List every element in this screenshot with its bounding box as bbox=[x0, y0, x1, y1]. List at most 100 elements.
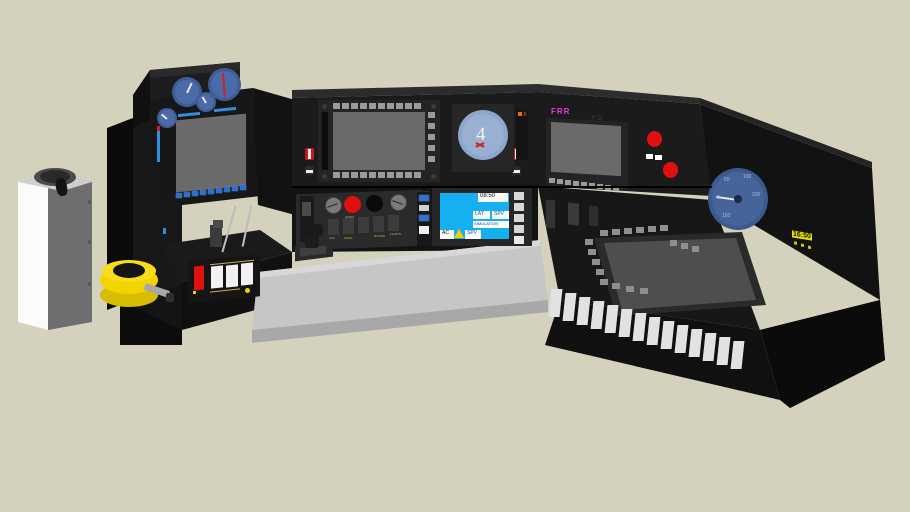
left-softkey-7[interactable] bbox=[224, 187, 230, 192]
dmi-label-sim: SIMULATION bbox=[474, 221, 499, 226]
speedometer-side-strip bbox=[516, 110, 528, 160]
center-bottom-key-4[interactable] bbox=[360, 172, 367, 178]
rim-key-3[interactable] bbox=[624, 228, 632, 234]
dmi-right-key-3[interactable] bbox=[514, 214, 524, 222]
center-side-key-4[interactable] bbox=[428, 145, 435, 151]
center-top-key-3[interactable] bbox=[351, 103, 358, 109]
rim-key-8[interactable] bbox=[588, 249, 596, 255]
center-top-key-7[interactable] bbox=[387, 103, 394, 109]
rim-key-2[interactable] bbox=[612, 229, 620, 235]
toggle-switch-5[interactable] bbox=[388, 215, 399, 231]
left-softkey-2[interactable] bbox=[184, 192, 190, 197]
toggle-switch-2[interactable] bbox=[343, 218, 354, 234]
rim-key-1[interactable] bbox=[600, 230, 608, 236]
toggle-switch-3[interactable] bbox=[358, 217, 369, 233]
control-label-lights: LIGHTS bbox=[390, 232, 401, 236]
dmi-label-spv2: SPV bbox=[467, 230, 478, 236]
center-top-key-9[interactable] bbox=[405, 103, 412, 109]
center-bottom-key-7[interactable] bbox=[387, 172, 394, 178]
lever-base-block bbox=[210, 225, 222, 247]
center-bottom-key-10[interactable] bbox=[414, 172, 421, 178]
rim-key-14[interactable] bbox=[640, 288, 648, 294]
rim-key-5[interactable] bbox=[648, 226, 656, 232]
center-bottom-key-3[interactable] bbox=[351, 172, 358, 178]
toggle-switch-1[interactable] bbox=[328, 219, 339, 235]
rim-key-12[interactable] bbox=[612, 283, 620, 289]
right-softkey-4[interactable] bbox=[573, 181, 579, 186]
dmi-header-value: 08:50 bbox=[480, 193, 496, 199]
right-switch-3[interactable] bbox=[419, 215, 429, 221]
left-softkey-5[interactable] bbox=[208, 189, 214, 194]
equipment-box-screw-2 bbox=[88, 240, 91, 244]
center-bottom-key-9[interactable] bbox=[405, 172, 412, 178]
toggle-switch-4[interactable] bbox=[373, 216, 384, 232]
control-label-aux: AUX bbox=[329, 236, 336, 240]
master-controller-knob[interactable] bbox=[301, 224, 323, 236]
equipment-box-front bbox=[18, 173, 48, 330]
control-label-sand: SAND bbox=[344, 236, 353, 240]
center-top-key-4[interactable] bbox=[360, 103, 367, 109]
right-softkey-9[interactable] bbox=[613, 186, 619, 191]
left-softkey-6[interactable] bbox=[216, 188, 222, 193]
dmi-right-key-5[interactable] bbox=[514, 236, 524, 244]
rim-key-9[interactable] bbox=[592, 259, 600, 265]
center-side-key-5[interactable] bbox=[428, 156, 435, 162]
right-softkey-6[interactable] bbox=[589, 183, 595, 188]
rim-key-11[interactable] bbox=[600, 279, 608, 285]
rim-key-6[interactable] bbox=[660, 225, 668, 231]
dmi-label-lat: LAT bbox=[475, 211, 484, 217]
left-softkey-8[interactable] bbox=[232, 186, 238, 191]
center-top-key-2[interactable] bbox=[342, 103, 349, 109]
center-bottom-key-1[interactable] bbox=[333, 172, 340, 178]
dmi-label-spv: SPV bbox=[494, 211, 505, 217]
right-softkey-1[interactable] bbox=[549, 178, 555, 183]
left-side-led bbox=[157, 128, 160, 162]
indicator-lamp-right-lower-inner bbox=[513, 170, 520, 173]
rim-key-13[interactable] bbox=[626, 286, 634, 292]
btn-red-horn[interactable] bbox=[344, 196, 361, 213]
center-bottom-key-5[interactable] bbox=[369, 172, 376, 178]
left-softkey-4[interactable] bbox=[200, 190, 206, 195]
left-softkey-3[interactable] bbox=[192, 191, 198, 196]
right-switch-4[interactable] bbox=[419, 226, 429, 234]
right-softkey-5[interactable] bbox=[581, 182, 587, 187]
center-bottom-key-8[interactable] bbox=[396, 172, 403, 178]
rim-key-15[interactable] bbox=[670, 240, 677, 246]
rim-key-4[interactable] bbox=[636, 227, 644, 233]
rim-key-10[interactable] bbox=[596, 269, 604, 275]
emergency-button-lower[interactable] bbox=[663, 162, 678, 178]
dmi-box-lat bbox=[473, 211, 490, 219]
rim-key-16[interactable] bbox=[681, 243, 688, 249]
dmi-right-key-4[interactable] bbox=[514, 225, 524, 233]
dmi-right-key-2[interactable] bbox=[514, 203, 524, 211]
emergency-button-upper[interactable] bbox=[647, 131, 662, 147]
brake-gauge-tick-0: 0 bbox=[717, 195, 720, 201]
left-softkey-1[interactable] bbox=[176, 193, 182, 198]
center-side-key-3[interactable] bbox=[428, 134, 435, 140]
left-softkey-9[interactable] bbox=[240, 185, 246, 190]
center-top-key-5[interactable] bbox=[369, 103, 376, 109]
control-panel-left-toggle[interactable] bbox=[302, 202, 311, 216]
rim-key-7[interactable] bbox=[585, 239, 593, 245]
center-top-key-10[interactable] bbox=[414, 103, 421, 109]
right-switch-1[interactable] bbox=[419, 195, 429, 201]
dmi-right-key-1[interactable] bbox=[514, 192, 524, 200]
center-bottom-key-2[interactable] bbox=[342, 172, 349, 178]
rim-key-17[interactable] bbox=[692, 246, 699, 252]
right-switch-2[interactable] bbox=[419, 205, 429, 211]
center-mfd-screen[interactable] bbox=[333, 112, 425, 170]
center-side-key-2[interactable] bbox=[428, 123, 435, 129]
center-side-key-1[interactable] bbox=[428, 112, 435, 118]
center-top-key-6[interactable] bbox=[378, 103, 385, 109]
right-softkey-3[interactable] bbox=[565, 180, 571, 185]
btn-black-aux[interactable] bbox=[366, 195, 383, 212]
center-top-key-8[interactable] bbox=[396, 103, 403, 109]
center-top-key-1[interactable] bbox=[333, 103, 340, 109]
brake-gauge-tick-100: 100 bbox=[743, 174, 752, 180]
right-softkey-2[interactable] bbox=[557, 179, 563, 184]
indicator-lamp-left-inner bbox=[308, 149, 311, 159]
brake-gauge-tick-150: 150 bbox=[722, 213, 731, 219]
center-bottom-key-6[interactable] bbox=[378, 172, 385, 178]
switch-panel-indicator-2 bbox=[193, 291, 196, 294]
warning-triangle-icon bbox=[454, 229, 464, 238]
